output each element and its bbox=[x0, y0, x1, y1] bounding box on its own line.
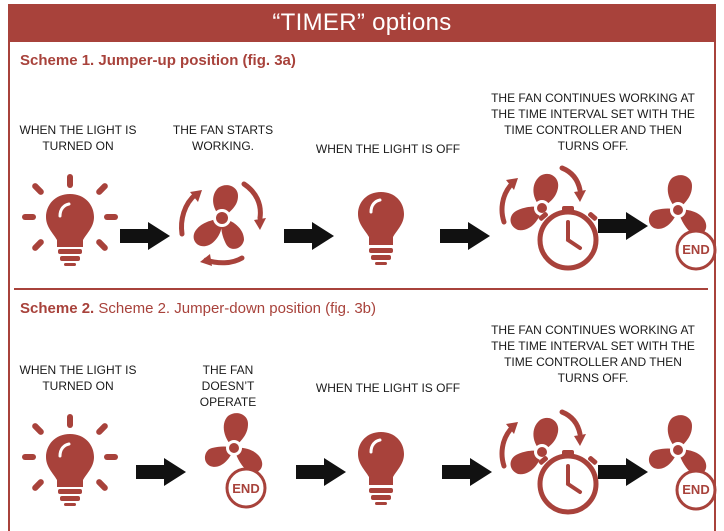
arrow-right-icon bbox=[136, 458, 186, 486]
end-badge: END bbox=[682, 482, 710, 497]
scheme2-caption-3: WHEN THE LIGHT IS OFF bbox=[315, 381, 461, 395]
light-off-icon bbox=[356, 430, 406, 512]
fan-end-icon bbox=[646, 410, 722, 511]
fan-end-icon bbox=[202, 408, 278, 509]
scheme-divider bbox=[14, 288, 708, 290]
light-off-icon bbox=[356, 190, 406, 272]
fan-rotating-icon bbox=[172, 174, 272, 270]
scheme2-label-bold: Scheme 2. bbox=[20, 300, 95, 317]
arrow-right-icon bbox=[598, 212, 648, 240]
fan-timer-icon bbox=[496, 160, 600, 274]
scheme2-heading: Scheme 2. Scheme 2. Jumper-down position… bbox=[20, 300, 376, 317]
scheme1-heading: Scheme 1. Jumper-up position (fig. 3a) bbox=[20, 52, 296, 69]
scheme1-caption-4: THE FAN CONTINUES WORKING AT THE TIME IN… bbox=[491, 91, 695, 153]
scheme2-label: Scheme 2. Jumper-down position (fig. 3b) bbox=[98, 300, 377, 317]
light-on-icon bbox=[22, 412, 118, 512]
arrow-right-icon bbox=[284, 222, 334, 250]
page-title: “TIMER” options bbox=[8, 4, 716, 42]
arrow-right-icon bbox=[120, 222, 170, 250]
arrow-right-icon bbox=[440, 222, 490, 250]
arrow-right-icon bbox=[598, 458, 648, 486]
end-badge: END bbox=[682, 242, 710, 257]
arrow-right-icon bbox=[442, 458, 492, 486]
frame bbox=[8, 42, 716, 531]
scheme2-caption-1: WHEN THE LIGHT IS TURNED ON bbox=[19, 363, 137, 393]
scheme1-caption-2: THE FAN STARTS WORKING. bbox=[172, 123, 274, 153]
light-on-icon bbox=[22, 172, 118, 272]
fan-end-icon bbox=[646, 170, 722, 271]
scheme1-caption-1: WHEN THE LIGHT IS TURNED ON bbox=[19, 123, 137, 153]
scheme2-caption-4: THE FAN CONTINUES WORKING AT THE TIME IN… bbox=[491, 323, 695, 385]
arrow-right-icon bbox=[296, 458, 346, 486]
scheme2-caption-2: THE FAN DOESN’T OPERATE bbox=[199, 363, 257, 409]
scheme1-label: Scheme 1. Jumper-up position (fig. 3a) bbox=[20, 52, 296, 69]
scheme1-caption-3: WHEN THE LIGHT IS OFF bbox=[315, 142, 461, 156]
fan-timer-icon bbox=[496, 404, 600, 518]
end-badge: END bbox=[232, 481, 260, 496]
